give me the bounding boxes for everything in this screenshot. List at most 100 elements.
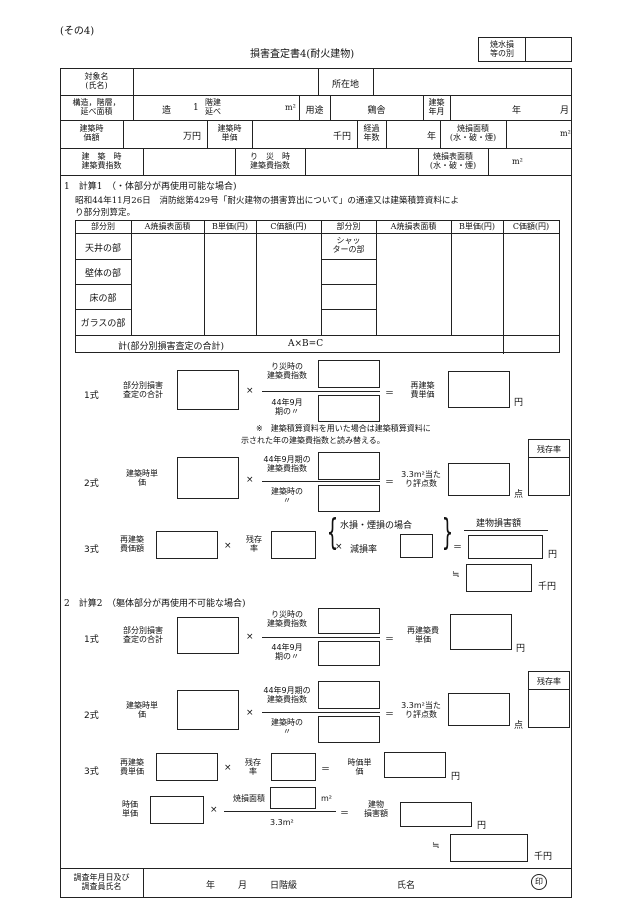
kenchikuji-kagaku-label-2: 価額 [83, 133, 100, 142]
c2-f1-num-label-2: 建築費指数 [267, 619, 307, 628]
c2-f1-yen: 円 [516, 644, 526, 654]
f3-b-box[interactable] [271, 531, 316, 559]
footer-hi-kaikyuu: 日階級 [270, 881, 298, 891]
c2-f2-equals: ＝ [385, 710, 395, 720]
f3-a-box[interactable] [156, 531, 218, 559]
f1-a-box[interactable] [177, 370, 239, 410]
kenchikuji-shisuu-label-2: 建築費指数 [81, 161, 122, 170]
youto-value: 鶏舎 [367, 106, 386, 116]
f2-den-label-2: 〃 [283, 496, 291, 505]
shozaichi-label: 所在地 [331, 80, 359, 90]
kouzou-label-2: 延べ面積 [80, 107, 113, 116]
c2-f1-num-box[interactable] [318, 608, 380, 634]
c2-f4-res-label-2: 損害額 [364, 809, 388, 818]
c2-f2-den-box[interactable] [318, 716, 380, 743]
c2-f2-res-label-1: 3.3m²当た [401, 701, 441, 710]
c2-f1-a-label-2: 査定の合計 [123, 635, 163, 644]
kai-label-1: 階建 [205, 98, 221, 107]
c2-f3-res-box[interactable] [384, 752, 446, 778]
c2-f4-senen-box[interactable] [450, 834, 528, 862]
c2-f4-approx: ≒ [432, 841, 440, 851]
f1-num-box[interactable] [318, 360, 380, 388]
c2-f4-den-label: 3.3m² [270, 818, 294, 827]
footer-shimei: 氏名 [397, 881, 416, 891]
c2-f2-res-box[interactable] [448, 693, 510, 726]
c2-f4-a-box[interactable] [150, 796, 204, 824]
shozaichi-field[interactable] [375, 70, 570, 93]
f1-den-label-2: 期の〃 [275, 407, 299, 416]
f3-gen-box[interactable] [400, 534, 433, 558]
f1-yen: 円 [514, 398, 524, 408]
f1-den-box[interactable] [318, 395, 380, 422]
f2-a-box[interactable] [177, 457, 239, 499]
f3-senen-box[interactable] [466, 564, 532, 592]
f1-res-box[interactable] [448, 371, 510, 408]
kai-label-2: 延べ [205, 107, 221, 116]
kouzou-label-1: 構造，階層， [72, 98, 121, 107]
f3-a-label-2: 費価額 [120, 544, 144, 553]
f2-res-box[interactable] [448, 463, 510, 496]
risaiji-label-1: り 災 時 [250, 152, 290, 161]
c2-f3-a-label-1: 再建築 [120, 758, 144, 767]
zanzon-field-2[interactable] [530, 691, 568, 726]
row-glass: ガラスの部 [80, 319, 126, 329]
f3-label: 3式 [84, 545, 99, 555]
c2-f1-multiply: × [246, 632, 254, 642]
c2-f4-num-box[interactable] [270, 787, 316, 809]
c2-f2-num-box[interactable] [318, 681, 380, 709]
f3-gen-label: 減損率 [350, 545, 378, 555]
c2-f4-multiply: × [210, 805, 218, 815]
c2-f1-a-box[interactable] [177, 617, 239, 654]
hyoumen-m2-unit: m² [512, 157, 523, 166]
m2-unit: m² [285, 103, 296, 112]
form-frame [60, 68, 572, 898]
kenchiku-nen-label-1: 建築 [428, 98, 445, 107]
c2-f1-den-box[interactable] [318, 641, 380, 666]
c2-f3-b-box[interactable] [271, 753, 316, 781]
senen-unit: 千円 [333, 132, 352, 142]
f3-brace-right: } [441, 512, 454, 553]
calc1-note-2: り部分別算定。 [75, 208, 136, 218]
row-shutter-2: ターの部 [332, 245, 365, 254]
f3-res-label: 建物損害額 [476, 519, 522, 529]
c2-f1-res-label-2: 単価 [415, 635, 431, 644]
floor-count: 1 [193, 103, 199, 113]
footer-nen: 年 [206, 881, 216, 891]
f3-res-box[interactable] [468, 535, 543, 559]
f2-num-label-2: 建築費指数 [267, 464, 307, 473]
f2-num-box[interactable] [318, 452, 380, 480]
c2-f4-a-label-1: 時価 [122, 800, 138, 809]
shoumizu-value-field[interactable] [527, 38, 571, 61]
c2-f1-den-label-1: 44年9月 [271, 643, 303, 652]
shouson-menseki-label-1: 焼損面積 [457, 124, 489, 133]
th-a-menseki: A焼損表面積 [144, 222, 191, 231]
c2-f1-res-box[interactable] [450, 614, 512, 650]
f3-b-label-1: 残存 [246, 535, 262, 544]
f2-den-box[interactable] [318, 485, 380, 512]
f1-res-label-2: 費単価 [410, 390, 435, 399]
zanzon-field-1[interactable] [530, 459, 568, 494]
c2-f3-a-label-2: 費単価 [120, 767, 144, 776]
taishou-field[interactable] [135, 70, 316, 93]
f3-equals: ＝ [453, 543, 463, 553]
zanzon-box-1: 残存率 [528, 439, 570, 496]
form-number: (その4) [60, 26, 95, 37]
c2-f2-res-label-2: り評点数 [405, 710, 437, 719]
c2-f3-a-box[interactable] [156, 753, 218, 781]
shouson-hyoumen-label-1: 焼損表面積 [433, 152, 473, 161]
c2-f2-a-label-1: 建築時単 [126, 701, 158, 710]
taishou-label-1: 対象名 [84, 72, 109, 81]
f3-senen: 千円 [538, 582, 557, 592]
f2-res-label-2: り評点数 [405, 479, 437, 488]
th-c-kagaku-2: C価額(円) [512, 222, 550, 231]
c2-f2-num-label-1: 44年9月期の [263, 686, 311, 695]
zanzon-label-1: 残存率 [537, 445, 561, 454]
c2-f2-a-box[interactable] [177, 690, 239, 730]
c2-f3-yen: 円 [451, 772, 461, 782]
c2-f1-den-label-2: 期の〃 [275, 652, 299, 661]
c2-f4-res-box[interactable] [400, 802, 472, 827]
shouson-menseki-label-2: (水・破・煙) [449, 133, 497, 142]
youto-label: 用途 [305, 106, 324, 116]
row-shutter-1: シャッ [336, 236, 361, 245]
kenchikuji-kagaku-label-1: 建築時 [79, 124, 104, 133]
